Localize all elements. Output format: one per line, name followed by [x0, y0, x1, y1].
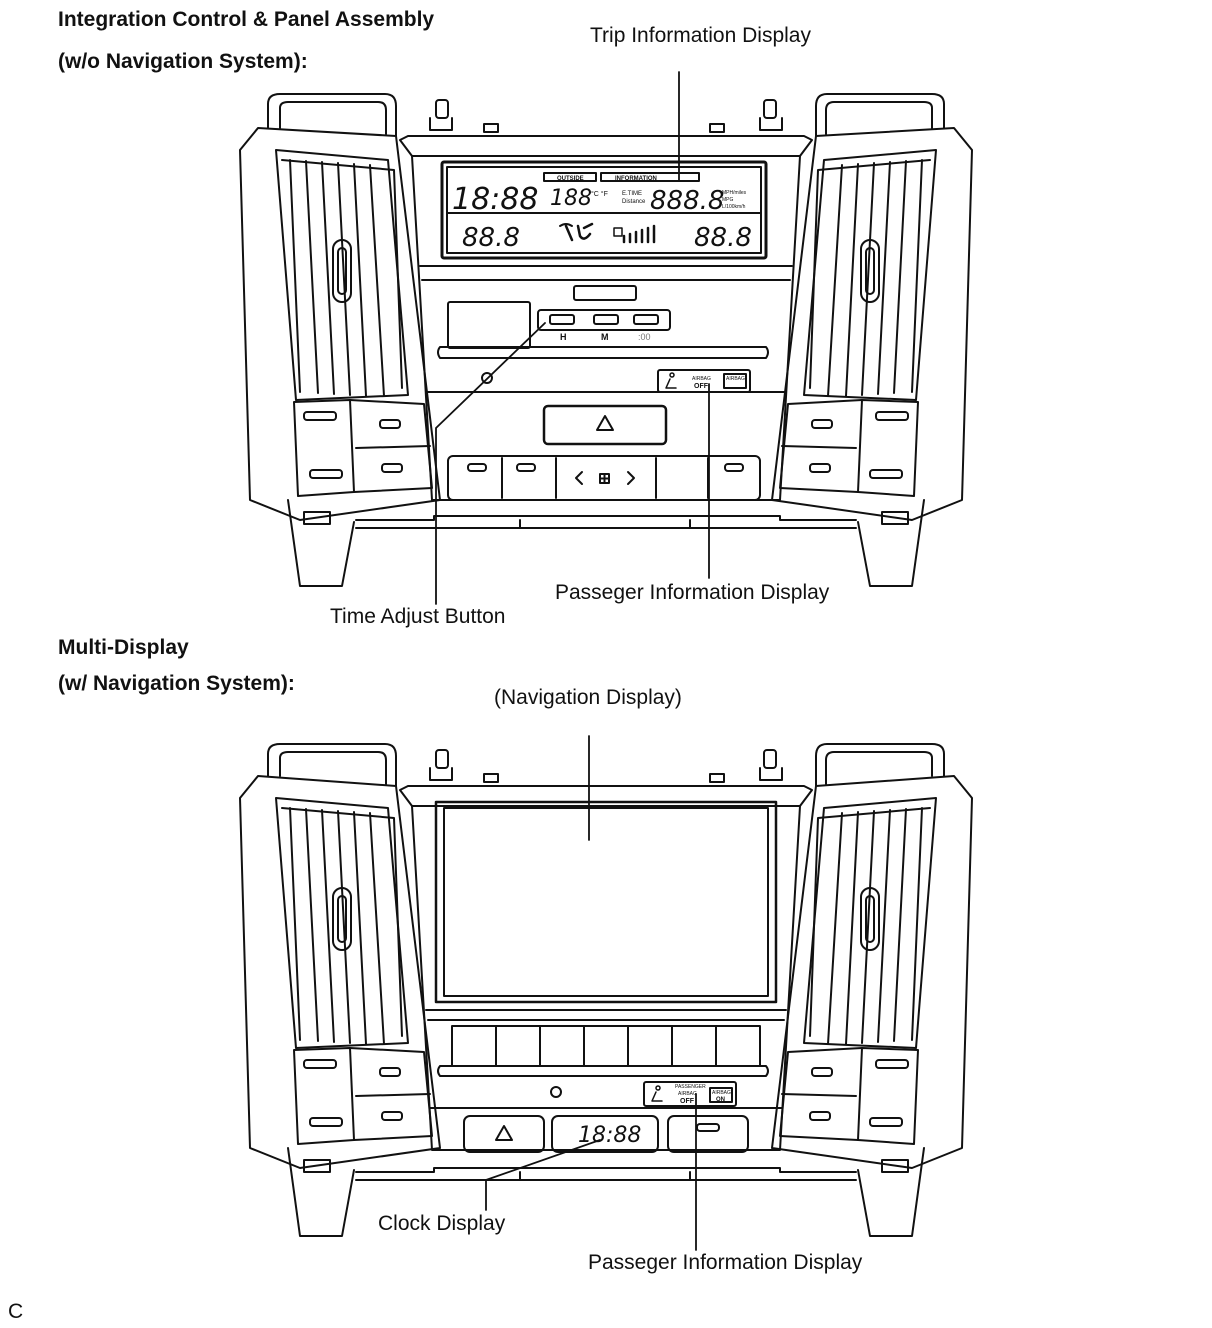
clock-leader — [485, 1139, 601, 1211]
center-panel — [355, 99, 857, 529]
time-button-00-label: :00 — [638, 332, 651, 342]
navigation-screen — [434, 800, 778, 1004]
lcd-left-temp: 88.8 — [462, 223, 520, 253]
time-adjust-leader — [435, 322, 546, 605]
airbag2-label-4: AIRBAG — [712, 1090, 731, 1096]
section2-subtitle: (w/ Navigation System): — [58, 672, 295, 695]
navigation-callout: (Navigation Display) — [494, 686, 682, 709]
airbag2-label-2: AIRBAG — [678, 1091, 697, 1097]
trip-info-callout: Trip Information Display — [590, 24, 811, 47]
time-button-m-label: M — [601, 332, 609, 342]
airbag-label-3: AIRBAG — [726, 376, 745, 382]
clock-display-value: 18:88 — [578, 1123, 641, 1148]
lcd-unit-3: L/100km/h — [722, 204, 746, 210]
airbag2-label-3: OFF — [680, 1098, 695, 1105]
lcd-unit-1: MPH/miles — [722, 190, 747, 196]
airbag-label-2: OFF — [694, 383, 709, 390]
left-vent-housing — [239, 93, 441, 587]
lcd-temp-unit: °C °F — [591, 190, 608, 198]
clock-display-callout: Clock Display — [378, 1212, 506, 1235]
lcd-outside-temp: 188 — [550, 186, 592, 211]
right-vent-housing — [771, 93, 973, 587]
lcd-outside-label: OUTSIDE — [557, 176, 584, 182]
airbag2-label-1: PASSENGER — [675, 1084, 706, 1090]
figure-code: C — [8, 1300, 24, 1323]
multi-display-unit — [239, 735, 973, 1251]
time-adjust-callout: Time Adjust Button — [330, 605, 506, 628]
passenger-info-callout-1: Passeger Information Display — [555, 581, 830, 604]
lcd-info-label: INFORMATION — [615, 176, 657, 182]
multi-display-content: 18:88 PASSENGER AIRBAG OFF AIRBAG ON — [578, 1084, 731, 1148]
left-vent-housing-2 — [239, 743, 441, 1237]
section1-subtitle: (w/o Navigation System): — [58, 50, 308, 73]
seat-person-icon — [665, 372, 677, 389]
airbag-label-1: AIRBAG — [692, 376, 711, 382]
lcd-trip-label-1: E.TIME — [622, 191, 642, 197]
trip-lcd-content: 18:88 OUTSIDE INFORMATION 188 °C °F E.TI… — [452, 176, 752, 390]
lcd-trip-label-2: Distance — [622, 199, 646, 205]
seat-person-icon-2 — [651, 1085, 663, 1102]
center-panel-2 — [355, 749, 857, 1181]
fan-airflow-icon — [559, 222, 594, 242]
lcd-clock: 18:88 — [452, 182, 538, 217]
integration-panel-unit — [239, 71, 973, 605]
section2-title: Multi-Display — [58, 636, 189, 659]
section1-title: Integration Control & Panel Assembly — [58, 8, 435, 31]
right-vent-housing-2 — [771, 743, 973, 1237]
airbag2-label-5: ON — [716, 1097, 725, 1103]
lcd-unit-2: MPG — [722, 197, 734, 203]
time-button-h-label: H — [560, 332, 567, 342]
fan-speed-bars-icon — [613, 224, 656, 244]
lcd-trip-value: 888.8 — [650, 186, 724, 216]
lcd-right-temp: 88.8 — [694, 223, 752, 253]
passenger-info-callout-2: Passeger Information Display — [588, 1251, 863, 1274]
